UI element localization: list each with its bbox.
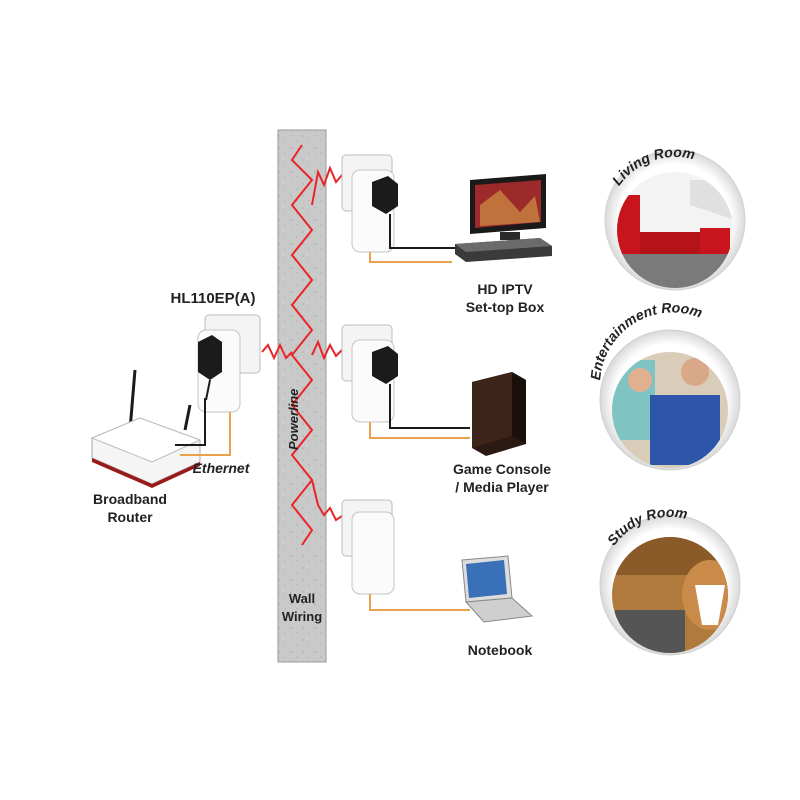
ethernet-cable	[369, 252, 452, 263]
iptv-label-line2: Set-top Box	[465, 299, 545, 315]
ethernet-cable	[180, 412, 231, 456]
iptv-label: HD IPTV Set-top Box	[450, 280, 560, 316]
game-console-image	[472, 372, 526, 456]
powerline-label: Powerline	[286, 389, 301, 450]
hd-tv-image	[470, 174, 546, 240]
powerline-adapter-middle	[341, 324, 398, 423]
router-label-line1: Broadband	[93, 491, 167, 507]
set-top-box-image	[455, 238, 552, 262]
router-label: Broadband Router	[80, 490, 180, 526]
console-label: Game Console / Media Player	[432, 460, 572, 496]
living-room-photo	[604, 149, 746, 291]
ethernet-label: Ethernet	[192, 460, 250, 476]
broadband-router-image	[90, 369, 202, 488]
router-label-line2: Router	[107, 509, 153, 525]
powerline-wire	[290, 144, 314, 546]
ethernet-cable	[369, 422, 470, 439]
power-cord-console	[389, 384, 470, 429]
powerline-branch-top	[311, 165, 343, 206]
adapter-model-label: HL110EP(A)	[170, 290, 256, 307]
notebook-image	[461, 555, 534, 623]
wall-wiring-line2: Wiring	[281, 609, 323, 624]
powerline-branch-middle	[311, 339, 343, 361]
study-room-photo	[599, 514, 741, 656]
ethernet-cable	[369, 594, 470, 611]
powerline-adapter-left	[197, 314, 261, 413]
powerline-branch-left	[261, 342, 293, 361]
powerline-adapter-bottom	[341, 499, 395, 595]
entertainment-room-photo	[599, 329, 741, 471]
powerline-branch-bottom	[311, 479, 343, 522]
wall-wiring-label: Wall Wiring	[278, 590, 326, 626]
iptv-label-line1: HD IPTV	[477, 281, 533, 297]
console-label-line2: / Media Player	[455, 479, 549, 495]
console-label-line1: Game Console	[452, 461, 552, 477]
power-cord-stb	[389, 214, 462, 249]
notebook-label: Notebook	[467, 642, 533, 658]
power-cord-router	[175, 398, 206, 446]
powerline-adapter-top	[341, 154, 398, 253]
wall-wiring-line1: Wall	[288, 591, 316, 606]
